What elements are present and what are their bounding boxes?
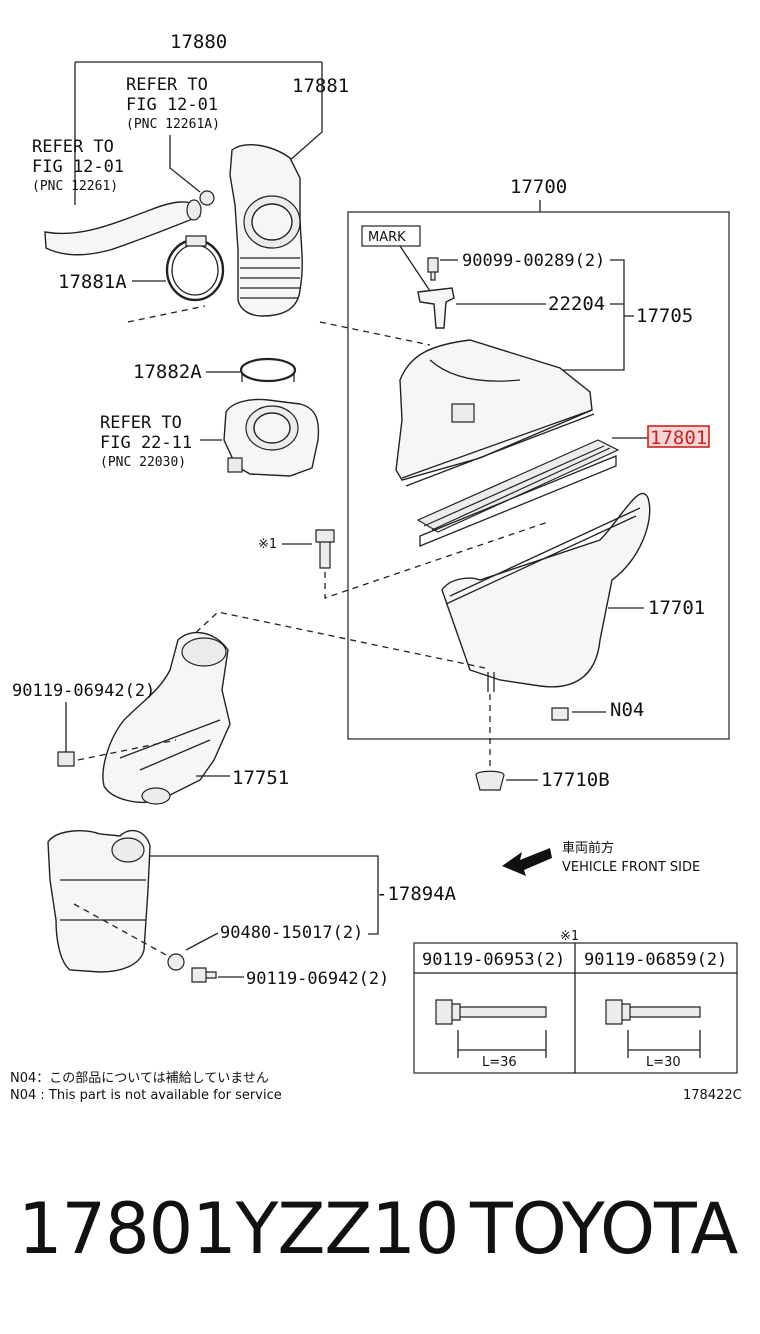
screw-90099-drawing bbox=[427, 257, 439, 281]
note-n04-en: N04 : This part is not available for ser… bbox=[10, 1088, 282, 1103]
clamp-screw bbox=[185, 235, 207, 247]
label-17881A[interactable]: 17881A bbox=[58, 271, 127, 293]
mark-label: MARK bbox=[368, 230, 406, 245]
resonator-17894A-drawing bbox=[47, 829, 151, 973]
label-17710B[interactable]: 17710B bbox=[541, 769, 610, 791]
assembly-dash-bolt bbox=[324, 521, 549, 599]
refer-fig1201b-line3: (PNC 12261) bbox=[32, 179, 118, 194]
label-17882A[interactable]: 17882A bbox=[133, 361, 202, 383]
cap-rim-lines bbox=[401, 409, 595, 487]
throttle-bore-inner bbox=[253, 412, 291, 444]
table-star-marker: ※1 bbox=[560, 929, 579, 944]
hose-end-drawing bbox=[186, 199, 202, 221]
label-17801[interactable]: 17801 bbox=[650, 427, 707, 449]
clamp-17882A-drawing bbox=[239, 357, 297, 383]
clamp-17882A-sides bbox=[241, 372, 295, 382]
cap-contour bbox=[429, 359, 521, 382]
footer-banner: 17801YZZ10 TOYOTA bbox=[0, 1180, 760, 1290]
assembly-17700-frame bbox=[347, 211, 730, 740]
refer-fig1201a-line2[interactable]: FIG 12-01 bbox=[126, 95, 218, 115]
bolt-90119-bottom-drawing bbox=[191, 967, 217, 983]
dimension-06953 bbox=[457, 1030, 547, 1058]
leader-90099 bbox=[440, 259, 625, 371]
table-col1-header[interactable]: 90119-06953(2) bbox=[422, 950, 565, 970]
label-90119-06942-top[interactable]: 90119-06942(2) bbox=[12, 681, 155, 701]
inlet-duct-ribs bbox=[119, 719, 221, 771]
vehicle-front-arrow-icon bbox=[502, 848, 552, 876]
star1-marker: ※1 bbox=[258, 537, 277, 552]
bellows-ribs bbox=[240, 257, 300, 299]
refer-fig1201a-line1: REFER TO bbox=[126, 75, 208, 95]
clip-drawing bbox=[199, 190, 215, 206]
assembly-dash-90480 bbox=[73, 903, 169, 957]
sensor-22204-drawing bbox=[417, 287, 455, 329]
case-foot bbox=[487, 672, 495, 692]
clip-90480-drawing bbox=[167, 953, 185, 971]
case-rim-lines bbox=[445, 507, 641, 605]
label-22204[interactable]: 22204 bbox=[548, 293, 605, 315]
clamp-17881A-drawing bbox=[165, 238, 225, 302]
label-17700[interactable]: 17700 bbox=[510, 176, 567, 198]
leader-17894A bbox=[150, 855, 379, 935]
vehicle-front-en: VEHICLE FRONT SIDE bbox=[562, 860, 700, 875]
bolt-06859-drawing bbox=[605, 999, 701, 1025]
refer-fig1201a-line3: (PNC 12261A) bbox=[126, 117, 220, 132]
inlet-duct-outlet bbox=[141, 787, 171, 805]
highlight-17801-box bbox=[647, 425, 710, 448]
air-cleaner-cap-drawing bbox=[395, 339, 593, 481]
label-17705[interactable]: 17705 bbox=[636, 305, 693, 327]
table-col2-header[interactable]: 90119-06859(2) bbox=[584, 950, 727, 970]
parts-diagram: 17880 REFER TO FIG 12-01 (PNC 12261A) 17… bbox=[10, 31, 742, 1103]
brand-name: TOYOTA bbox=[470, 1188, 738, 1270]
assembly-dash-duct bbox=[187, 611, 486, 669]
leader-17880 bbox=[74, 61, 323, 205]
throttle-sensor bbox=[227, 457, 243, 473]
air-hose-inner bbox=[251, 203, 293, 241]
bolt-06953-drawing bbox=[435, 999, 547, 1025]
air-cleaner-case-drawing bbox=[441, 492, 651, 688]
label-17701[interactable]: 17701 bbox=[648, 597, 705, 619]
note-n04-jp: N04：この部品については補給していません bbox=[10, 1071, 269, 1086]
label-90099-00289[interactable]: 90099-00289(2) bbox=[462, 251, 605, 271]
label-N04[interactable]: N04 bbox=[610, 699, 644, 721]
grommet-17710B-drawing bbox=[475, 770, 505, 791]
inlet-duct-mouth bbox=[181, 637, 227, 667]
leader-90480 bbox=[185, 932, 219, 951]
filter-frame bbox=[419, 455, 617, 547]
label-17894A[interactable]: -17894A bbox=[376, 883, 457, 905]
inlet-duct-17751-drawing bbox=[102, 631, 231, 803]
refer-fig1201b-line2[interactable]: FIG 12-01 bbox=[32, 157, 124, 177]
mark-box bbox=[361, 225, 421, 247]
grommet-N04-drawing bbox=[551, 707, 569, 721]
length-06953: L=36 bbox=[482, 1055, 517, 1070]
vehicle-front-jp: 車両前方 bbox=[562, 840, 614, 856]
bolt-star1-drawing bbox=[315, 529, 335, 569]
assembly-dash-top bbox=[127, 305, 431, 346]
refer-fig1201b-line1: REFER TO bbox=[32, 137, 114, 157]
bolt-table-grid bbox=[414, 943, 737, 1073]
assembly-dash-90119-top bbox=[77, 739, 177, 761]
refer-fig2211-line2[interactable]: FIG 22-11 bbox=[100, 433, 192, 453]
leader-refer-a bbox=[169, 135, 201, 193]
filter-element-17801-drawing bbox=[416, 439, 620, 533]
refer-fig2211-line3: (PNC 22030) bbox=[100, 455, 186, 470]
figure-code: 178422C bbox=[683, 1088, 742, 1103]
label-17880[interactable]: 17880 bbox=[170, 31, 227, 53]
label-17881[interactable]: 17881 bbox=[292, 75, 349, 97]
label-90119-06942-bottom[interactable]: 90119-06942(2) bbox=[246, 969, 389, 989]
resonator-port bbox=[111, 837, 145, 863]
clamp-17881A-inner bbox=[171, 244, 219, 296]
part-number: 17801YZZ10 bbox=[18, 1188, 459, 1270]
length-06859: L=30 bbox=[646, 1055, 681, 1070]
dimension-06859 bbox=[627, 1030, 701, 1058]
label-90480-15017[interactable]: 90480-15017(2) bbox=[220, 923, 363, 943]
bolt-90119-top-drawing bbox=[57, 751, 75, 767]
refer-fig2211-line1: REFER TO bbox=[100, 413, 182, 433]
label-17751[interactable]: 17751 bbox=[232, 767, 289, 789]
cap-label-plate bbox=[451, 403, 475, 423]
